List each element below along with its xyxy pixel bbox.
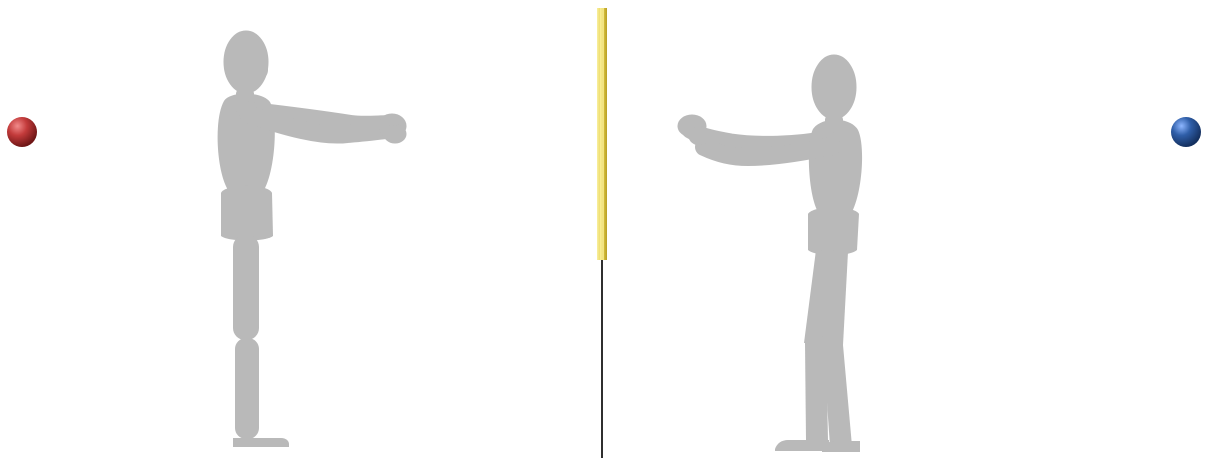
center-marker — [597, 8, 607, 458]
right-mannequin — [678, 55, 862, 452]
left-mannequin — [218, 31, 406, 447]
